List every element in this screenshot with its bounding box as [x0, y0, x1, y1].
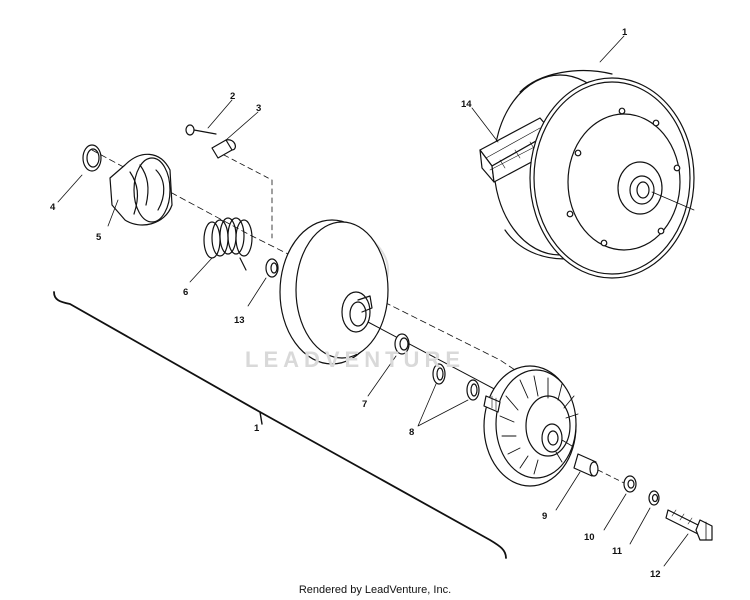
bushing [247, 258, 279, 307]
callout-1-bracket: 1 [254, 423, 260, 434]
callout-5: 5 [96, 232, 102, 243]
callout-9: 9 [542, 511, 548, 522]
callout-14: 14 [461, 99, 472, 110]
fixed-sheave [483, 365, 579, 487]
leader-1 [599, 35, 625, 63]
moveable-sheave [279, 219, 389, 365]
spacer [367, 333, 410, 397]
callout-6: 6 [183, 287, 189, 298]
assembly-bracket [53, 291, 507, 559]
button-slider [211, 111, 273, 239]
bolt [663, 509, 713, 567]
callout-10: 10 [584, 532, 595, 543]
sleeve [555, 453, 627, 511]
washer [603, 475, 637, 531]
lock-washer [629, 490, 660, 545]
cam [107, 153, 173, 227]
driven-clutch-assembly [471, 35, 695, 279]
callout-1: 1 [622, 27, 628, 38]
callout-2: 2 [230, 91, 236, 102]
footer-credit: Rendered by LeadVenture, Inc. [298, 584, 452, 596]
spring [189, 217, 253, 283]
watermark: LEADVENTURE [245, 347, 466, 372]
callout-13: 13 [234, 315, 245, 326]
callout-3: 3 [256, 103, 262, 114]
shims [417, 363, 480, 427]
callout-4: 4 [50, 202, 56, 213]
pin [185, 99, 233, 136]
snap-ring [57, 144, 102, 203]
callout-12: 12 [650, 569, 661, 580]
leader-14 [471, 107, 499, 143]
callout-8: 8 [409, 427, 415, 438]
callout-11: 11 [612, 546, 623, 557]
callout-7: 7 [362, 399, 368, 410]
